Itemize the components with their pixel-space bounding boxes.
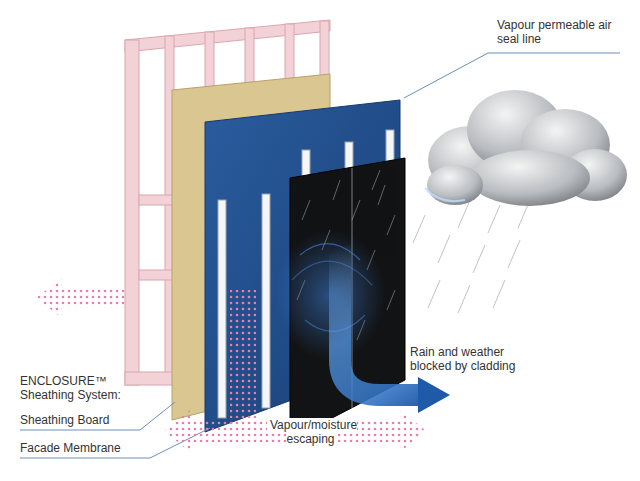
label-text: Vapour permeable air seal line	[497, 18, 627, 46]
splash	[425, 188, 465, 201]
rain	[413, 200, 530, 313]
label-text: Rain and weather blocked by cladding	[410, 345, 528, 373]
leader-line	[404, 53, 620, 98]
label-text: Vapour/moisture escaping	[250, 418, 374, 446]
vapour-arrow	[164, 410, 426, 452]
label-text: Sheathing Board	[20, 413, 150, 427]
weather-arrow	[340, 245, 450, 413]
label-text: ENCLOSURE™ Sheathing System:	[20, 374, 138, 402]
label-text: Facade Membrane	[20, 441, 150, 455]
cloud	[427, 90, 627, 206]
vapour-arrow	[36, 278, 130, 318]
vapour-arrow	[230, 290, 256, 418]
leader-line	[20, 402, 175, 430]
label-patch: Vapour/moisture escaping	[267, 418, 357, 446]
